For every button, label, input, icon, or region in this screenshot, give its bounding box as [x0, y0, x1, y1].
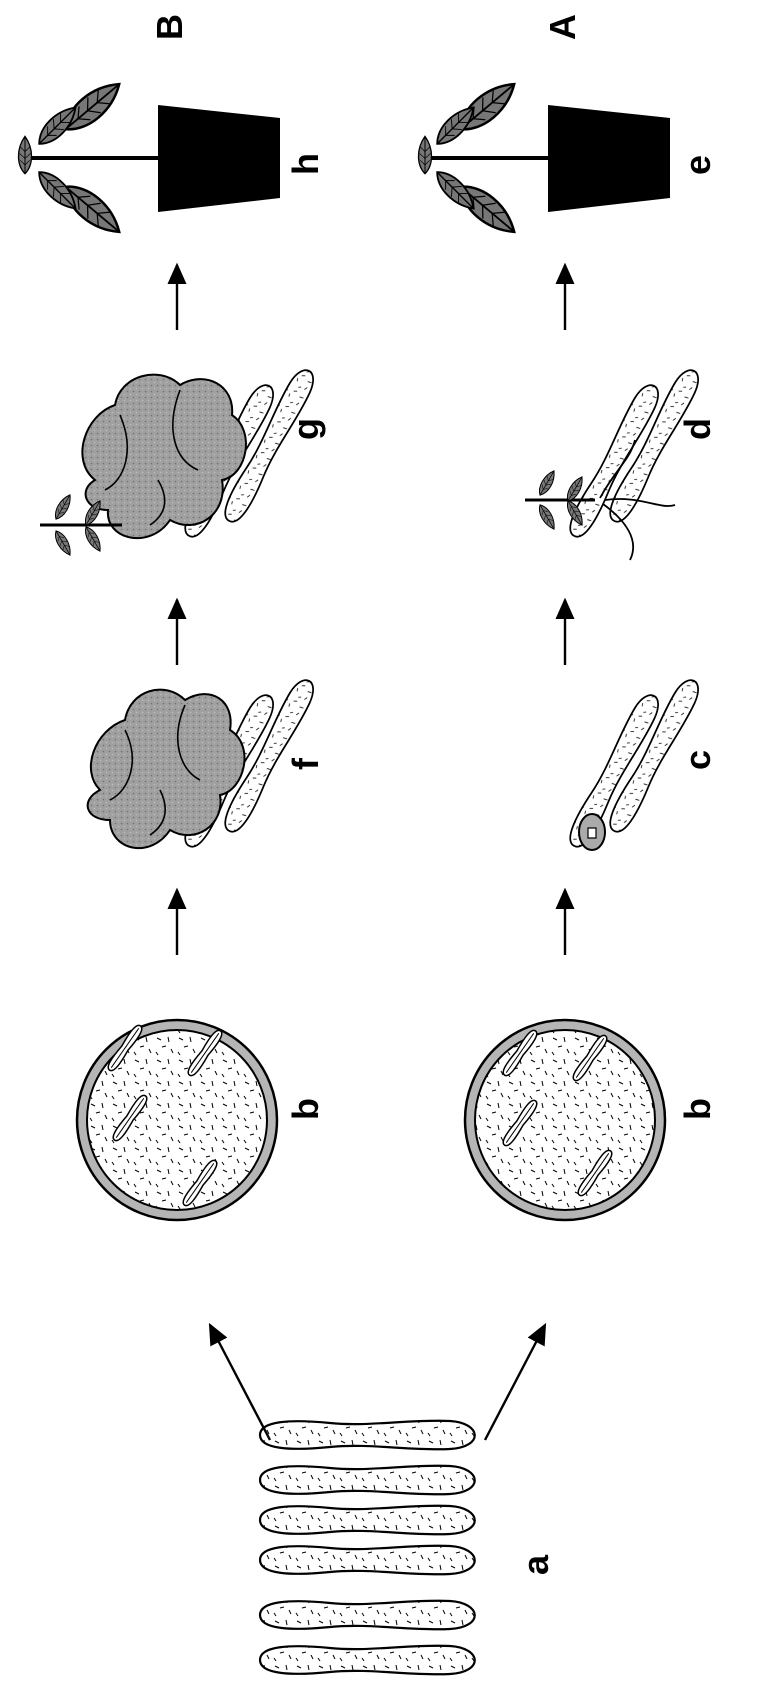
- leaf-g-4: [82, 524, 104, 553]
- petri-dish-top: [77, 1020, 277, 1220]
- strip-1: [260, 1646, 475, 1675]
- leaf-d-2: [536, 502, 558, 531]
- leaf-g-2: [52, 528, 74, 557]
- label-g: g: [285, 418, 326, 440]
- leaf-h-1: [58, 75, 127, 139]
- callus-stage-g: [40, 365, 319, 557]
- label-c: c: [677, 750, 718, 770]
- leaf-d-1: [536, 468, 558, 497]
- callus-f: [88, 690, 245, 849]
- tissue-stage-d: [525, 365, 704, 560]
- leaf-g-1: [52, 492, 74, 521]
- label-h: h: [285, 153, 326, 175]
- pot-e: [548, 105, 670, 212]
- leaf-h-5: [19, 136, 32, 173]
- arrow-a-to-b-bottom: [485, 1325, 545, 1440]
- label-f: f: [285, 757, 326, 770]
- strip-3: [260, 1466, 475, 1495]
- label-d: d: [677, 418, 718, 440]
- petri-dish-bottom: [465, 1020, 665, 1220]
- label-a: a: [515, 1554, 556, 1575]
- strip-4: [260, 1421, 475, 1450]
- explant-strips: [260, 1421, 475, 1675]
- strip-2: [260, 1601, 475, 1630]
- label-b-top: b: [285, 1098, 326, 1120]
- arrow-a-to-b-top: [210, 1325, 270, 1440]
- potted-plant-h: [19, 75, 281, 241]
- potted-plant-e: [419, 75, 671, 241]
- label-e: e: [677, 155, 718, 175]
- label-B: B: [149, 14, 190, 40]
- leaf-h-2: [58, 177, 127, 241]
- label-b-bottom: b: [677, 1098, 718, 1120]
- strip-5: [260, 1546, 475, 1575]
- callus-g: [82, 375, 246, 539]
- leaf-e-5: [419, 136, 432, 173]
- strip-6: [260, 1506, 475, 1535]
- pot-h: [158, 105, 280, 212]
- label-A: A: [542, 14, 583, 40]
